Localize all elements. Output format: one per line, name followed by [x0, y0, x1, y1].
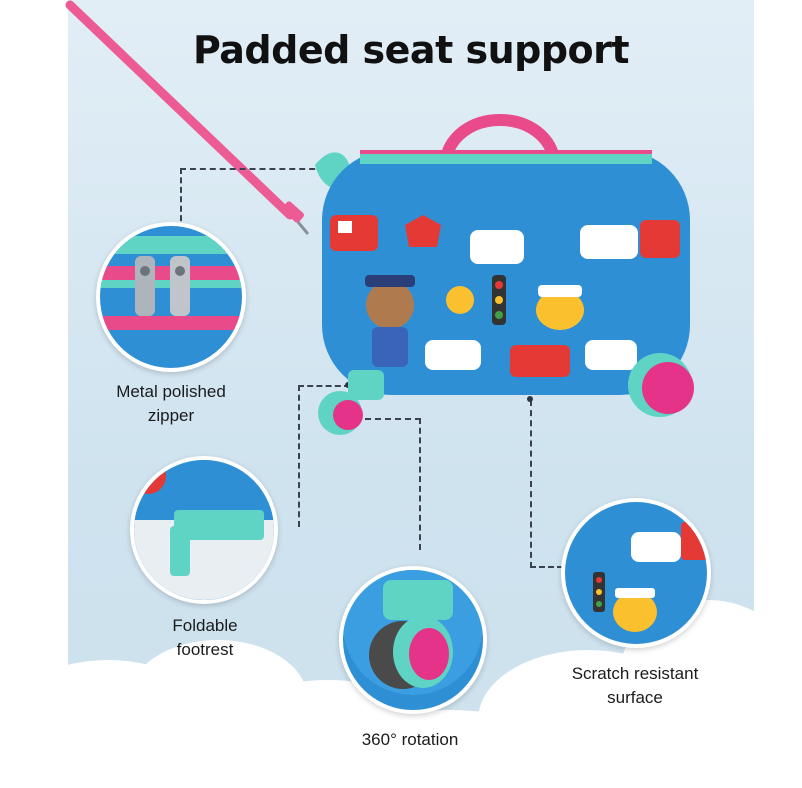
ride-on-suitcase-image [315, 114, 694, 435]
leader-line-rotation [345, 418, 421, 550]
rotation-caption: 360° rotation [361, 730, 459, 749]
leader-line-surface [530, 400, 572, 568]
cloud-background [68, 600, 754, 788]
surface-caption: Scratch resistant surface [571, 664, 699, 707]
footrest-detail-image [130, 456, 278, 604]
page-title: Padded seat support [192, 28, 630, 72]
footrest-caption: Foldable footrest [172, 616, 238, 659]
leader-line-footrest [298, 385, 350, 527]
rotation-detail-image [339, 566, 487, 714]
leader-dot-surface [527, 396, 533, 402]
zipper-caption: Metal polished zipper [116, 382, 226, 425]
surface-detail-image [561, 498, 711, 648]
trolley-strap [65, 0, 310, 235]
zipper-detail-image [96, 222, 246, 372]
